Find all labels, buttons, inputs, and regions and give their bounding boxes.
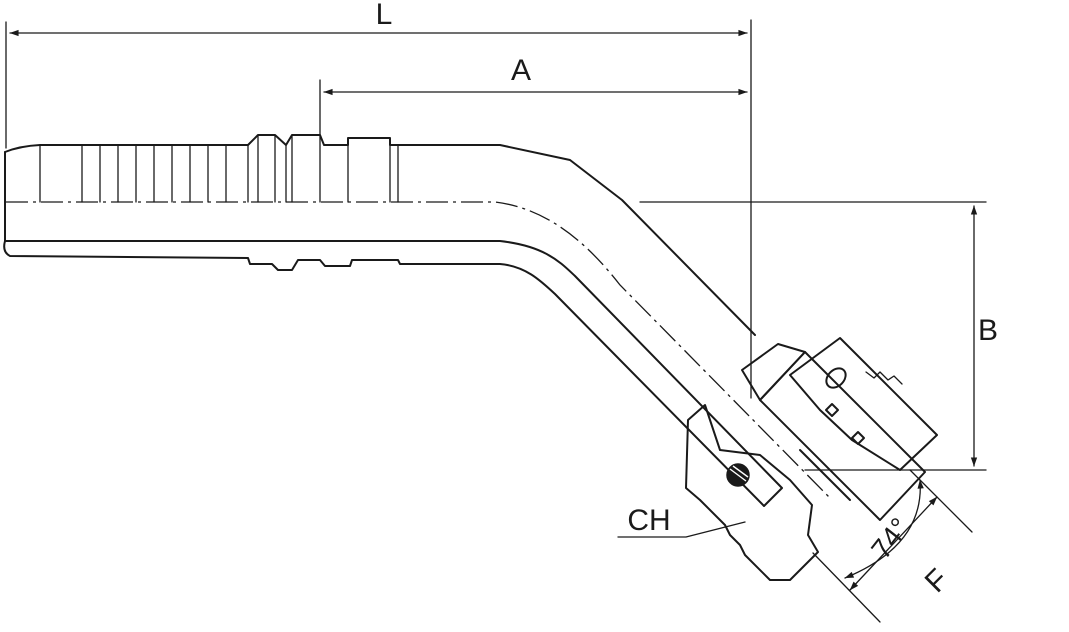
o-ring-mark — [825, 367, 847, 389]
thread-mark — [865, 371, 903, 385]
label-74-deg: 74° — [865, 512, 915, 564]
angle-74-arc — [844, 479, 924, 579]
fitting-body — [4, 134, 756, 336]
nut-section-hatched — [685, 404, 819, 581]
ball-mark-1 — [825, 403, 839, 417]
label-l: L — [376, 0, 393, 31]
nut-assembly — [685, 337, 938, 581]
hatched-wall-section — [3, 240, 783, 507]
nipple-sleeve — [759, 351, 926, 521]
dimension-lines — [5, 19, 987, 623]
label-ch: CH — [627, 504, 670, 537]
ball-mark-2 — [851, 431, 865, 445]
label-f: F — [919, 563, 955, 599]
extension-line-f-bottom — [812, 552, 881, 623]
label-b: B — [978, 314, 998, 347]
swivel-nut — [789, 337, 938, 471]
label-a: A — [511, 54, 531, 87]
nut-inner-edge — [799, 449, 851, 501]
center-line — [6, 201, 831, 499]
